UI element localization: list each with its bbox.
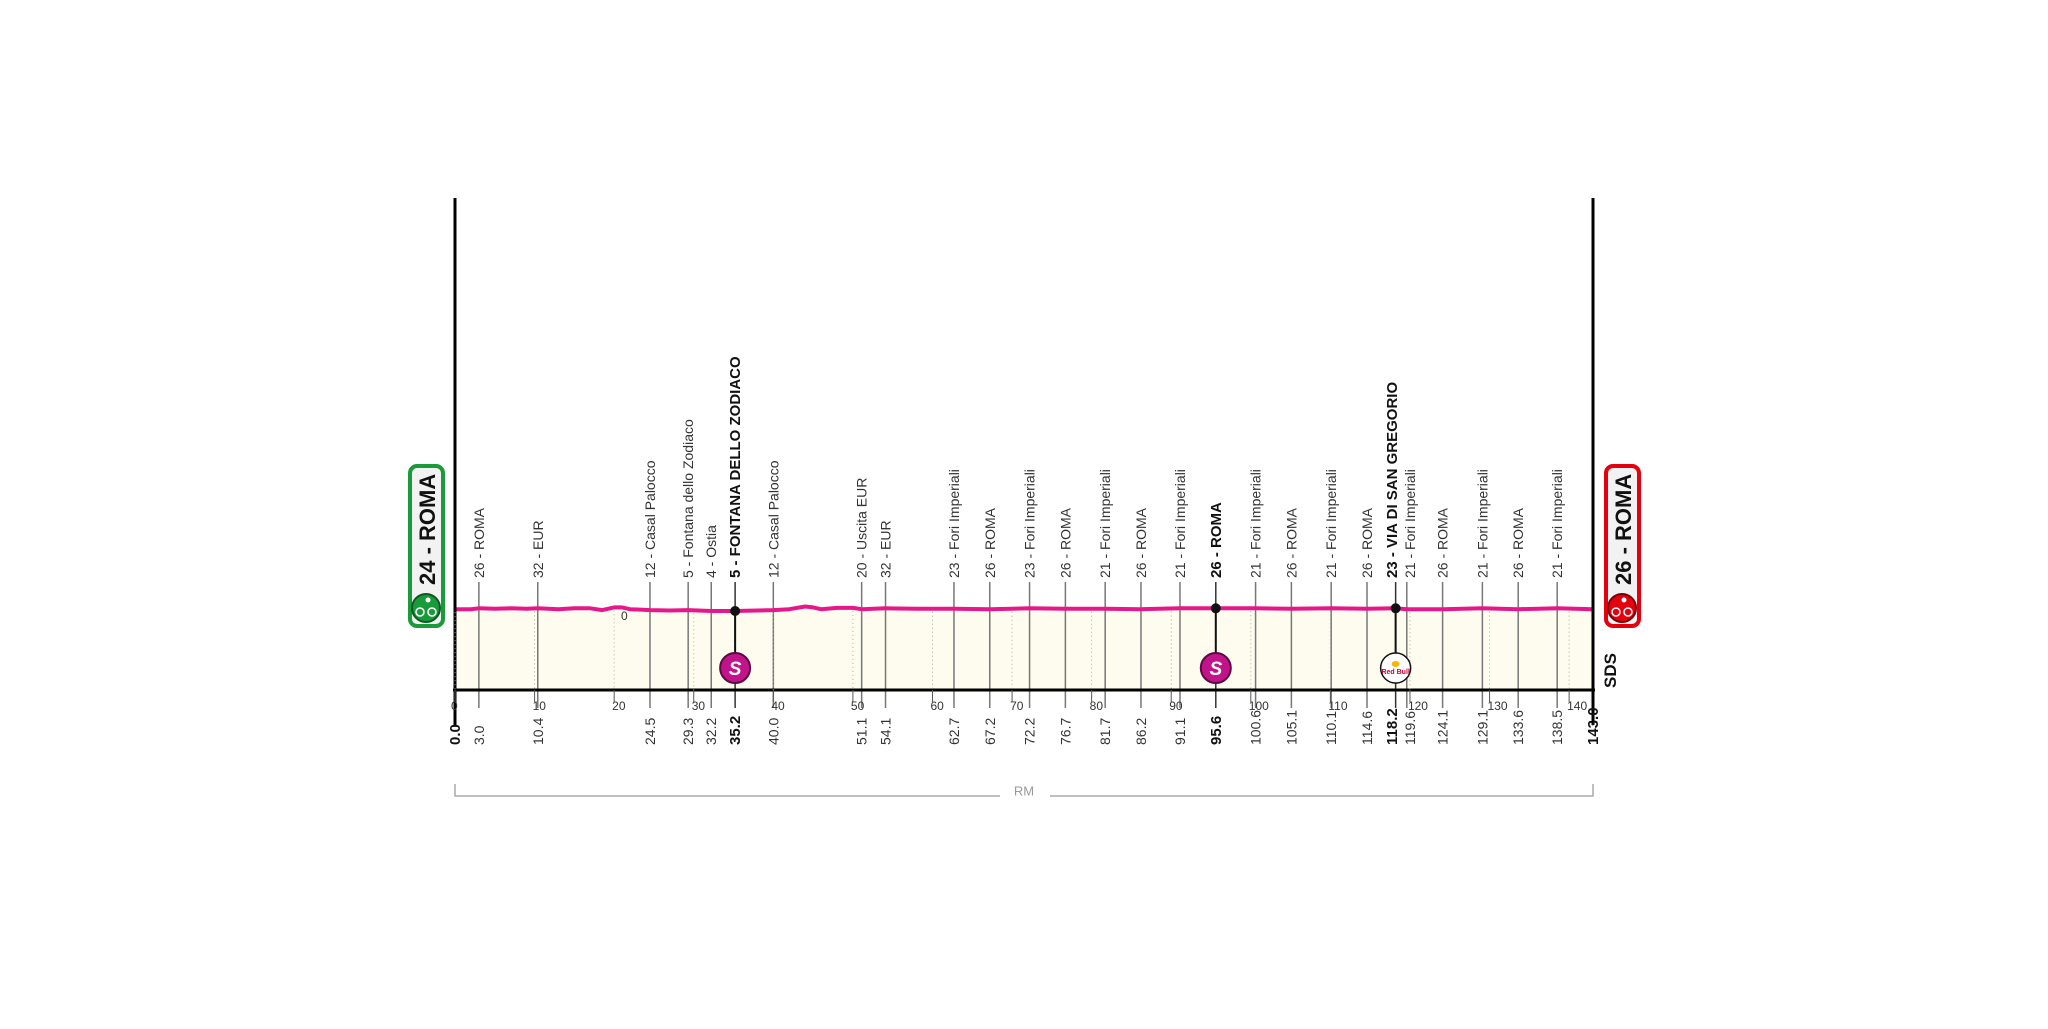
waypoint-label: 21 - Fori Imperiali [1172,469,1188,578]
province-label: RM [1014,783,1034,798]
start-rider-icon [411,593,441,623]
marker-dot [1390,603,1401,614]
distance-label: 3.0 [471,725,487,745]
waypoint-label: 5 - Fontana dello Zodiaco [680,419,696,578]
distance-label: 40.0 [765,718,781,745]
tick-label: 60 [930,699,944,713]
waypoint-label: 32 - EUR [530,520,546,578]
tick-label: 140 [1567,699,1587,713]
redbull-sun [1391,661,1400,667]
distance-label: 119.6 [1402,711,1418,745]
distance-label: 143.0 [1585,707,1602,745]
waypoint-label: 26 - ROMA [1208,502,1225,578]
distance-label: 133.6 [1510,710,1526,745]
waypoint-label: 21 - Fori Imperiali [1402,469,1418,578]
finish-label: 26 - ROMA [1611,474,1636,585]
tick-label: 90 [1169,699,1183,713]
waypoint-label: 26 - ROMA [471,507,487,578]
tick-label: 120 [1408,699,1428,713]
waypoint-label: 21 - Fori Imperiali [1549,469,1565,578]
tick-label: 80 [1090,699,1104,713]
tick-label: 20 [612,699,626,713]
tick-label: 70 [1010,699,1024,713]
redbull-text: Red Bull [1381,669,1409,676]
waypoint-label: 23 - VIA DI SAN GREGORIO [1384,382,1401,578]
waypoint-label: 21 - Fori Imperiali [1248,469,1264,578]
waypoint-label: 26 - ROMA [982,507,998,578]
redbull-icon [1379,652,1412,684]
distance-label: 91.1 [1172,718,1188,745]
sprint-icon [719,652,752,684]
distance-label: 95.6 [1208,716,1225,745]
waypoint-label: 26 - ROMA [1283,507,1299,578]
distance-label: 124.1 [1435,710,1451,745]
tick-label: 40 [771,699,785,713]
distance-label: 72.2 [1022,718,1038,745]
distance-label: 54.1 [878,718,894,745]
finish-box: 26 - ROMA [1604,464,1641,628]
sprint-icon [1199,652,1232,684]
waypoint-label: 26 - ROMA [1510,507,1526,578]
distance-label: 129.1 [1474,710,1490,745]
tick-label: 100 [1249,699,1269,713]
distance-label: 67.2 [982,718,998,745]
tick-label: 50 [851,699,865,713]
waypoint-label: 21 - Fori Imperiali [1474,469,1490,578]
waypoint-label: 12 - Casal Palocco [642,460,658,578]
sprint-letter: S [1209,659,1222,680]
altitude-zero-label: 0 [621,609,628,623]
waypoint-label: 23 - Fori Imperiali [1022,469,1038,578]
finish-rider-icon [1607,593,1637,623]
waypoint-label: 26 - ROMA [1057,507,1073,578]
start-label: 24 - ROMA [415,474,440,585]
distance-label: 24.5 [642,718,658,745]
waypoint-label: 21 - Fori Imperiali [1097,469,1113,578]
waypoint-label: 12 - Casal Palocco [765,460,781,578]
distance-label: 105.1 [1283,710,1299,745]
distance-label: 118.2 [1384,708,1401,745]
distance-label: 0.0 [447,724,464,745]
distance-label: 10.4 [530,718,546,745]
distance-label: 81.7 [1097,718,1113,745]
waypoint-label: 5 - FONTANA DELLO ZODIACO [727,356,744,578]
start-box: 24 - ROMA [408,464,445,628]
tick-label: 10 [533,699,547,713]
waypoint-label: 20 - Uscita EUR [854,478,870,578]
marker-dot [1210,603,1221,614]
distance-label: 76.7 [1057,718,1073,745]
distance-label: 114.6 [1359,711,1375,745]
distance-label: 35.2 [727,716,744,745]
waypoint-label: 4 - Ostia [703,525,719,578]
distance-label: 32.2 [703,718,719,745]
distance-label: 86.2 [1133,718,1149,745]
tick-label: 0 [451,699,458,713]
province-bracket: RM [454,780,1594,804]
waypoint-label: 26 - ROMA [1359,507,1375,578]
waypoint-label: 32 - EUR [878,520,894,578]
distance-label: 138.5 [1549,710,1565,745]
sprint-letter: S [729,659,742,680]
tick-label: 30 [692,699,706,713]
profile-line [455,604,1594,613]
waypoint-label: 21 - Fori Imperiali [1323,469,1339,578]
distance-label: 100.6 [1248,710,1264,745]
distance-label: 110.1 [1323,711,1339,745]
distance-label: 51.1 [854,718,870,745]
tick-label: 130 [1488,699,1508,713]
marker-dot [730,606,741,616]
waypoint-label: 26 - ROMA [1435,507,1451,578]
sds-logo: SDS [1601,653,1620,688]
waypoint-label: 26 - ROMA [1133,507,1149,578]
waypoint-label: 23 - Fori Imperiali [946,469,962,578]
distance-label: 62.7 [946,718,962,745]
tick-label: 110 [1328,699,1347,713]
distance-label: 29.3 [680,718,696,745]
